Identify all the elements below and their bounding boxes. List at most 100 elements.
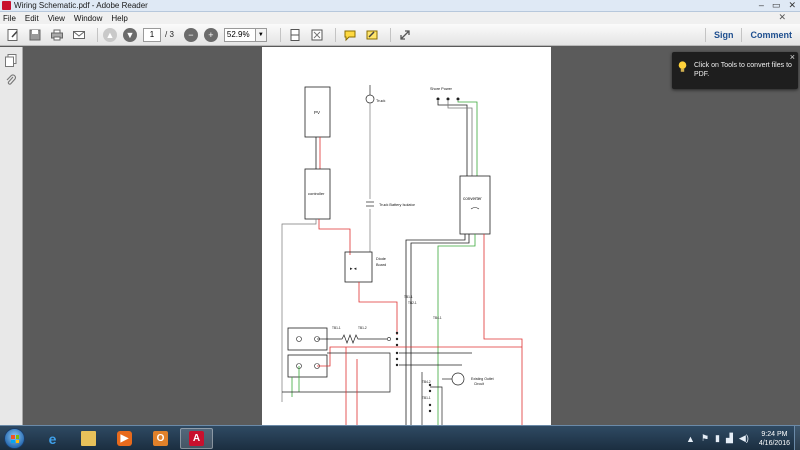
page-thumbnails-icon[interactable] bbox=[4, 53, 18, 67]
menu-help[interactable]: Help bbox=[111, 13, 128, 23]
terminal bbox=[428, 403, 432, 407]
print-icon bbox=[51, 29, 63, 40]
diode-board-box bbox=[344, 251, 373, 283]
minimize-icon[interactable]: – bbox=[758, 0, 764, 10]
previous-page-button[interactable]: ▲ bbox=[103, 27, 117, 42]
page-number-input[interactable]: 1 bbox=[143, 27, 161, 42]
save-button[interactable] bbox=[26, 27, 44, 43]
zoom-out-button[interactable]: − bbox=[183, 27, 198, 42]
lightbulb-icon bbox=[678, 61, 687, 72]
system-clock[interactable]: 9:24 PM 4/16/2016 bbox=[759, 430, 790, 448]
controller-label: controller bbox=[308, 191, 325, 196]
sticky-note-icon bbox=[344, 30, 356, 41]
controller-box bbox=[304, 168, 331, 220]
windows-logo-icon bbox=[11, 435, 19, 443]
terminal bbox=[395, 343, 399, 347]
scrolling-mode-button[interactable] bbox=[286, 27, 304, 43]
zoom-dropdown-button[interactable]: ▼ bbox=[255, 27, 267, 42]
arrow-down-icon: ▼ bbox=[125, 29, 135, 40]
highlight-button[interactable] bbox=[363, 27, 381, 43]
create-pdf-button[interactable] bbox=[4, 27, 22, 43]
toolbar-separator bbox=[741, 28, 743, 42]
show-hidden-icons-icon[interactable]: ▲ bbox=[686, 433, 695, 444]
zoom-level-input[interactable]: 52.9% bbox=[223, 27, 256, 42]
menu-view[interactable]: View bbox=[47, 13, 65, 23]
terminal bbox=[428, 409, 432, 413]
taskbar-internet-explorer[interactable]: e bbox=[36, 428, 69, 449]
tools-tooltip: Click on Tools to convert files to PDF. … bbox=[672, 52, 798, 89]
wire bbox=[430, 386, 443, 425]
volume-icon[interactable]: ◀) bbox=[738, 433, 749, 443]
toolbar-separator bbox=[389, 27, 391, 42]
start-button[interactable] bbox=[4, 428, 25, 449]
document-area[interactable]: PV controller Truck Truck Battery Isolat… bbox=[24, 47, 800, 425]
print-button[interactable] bbox=[48, 27, 66, 43]
menu-window[interactable]: Window bbox=[73, 13, 103, 23]
menu-edit[interactable]: Edit bbox=[24, 13, 39, 23]
pdf-page: PV controller Truck Truck Battery Isolat… bbox=[262, 47, 551, 425]
terminal-label: TB1-2 bbox=[358, 326, 367, 330]
network-icon[interactable]: ▟ bbox=[726, 433, 733, 443]
plus-icon: + bbox=[208, 29, 214, 40]
menu-bar: File Edit View Window Help ✕ bbox=[0, 12, 800, 24]
show-desktop-button[interactable] bbox=[794, 426, 800, 450]
clock-time: 9:24 PM bbox=[761, 430, 788, 438]
page-total: / 3 bbox=[165, 30, 174, 39]
sticky-note-button[interactable] bbox=[341, 27, 359, 43]
sign-button[interactable]: Sign bbox=[713, 30, 734, 40]
taskbar-media-player[interactable]: ▶ bbox=[108, 428, 141, 449]
create-pdf-icon bbox=[7, 28, 18, 41]
taskbar-file-explorer[interactable] bbox=[72, 428, 105, 449]
menu-file[interactable]: File bbox=[3, 13, 16, 23]
flag-icon[interactable]: ⚑ bbox=[700, 433, 710, 443]
taskbar-outlook[interactable]: O bbox=[144, 428, 177, 449]
email-icon bbox=[73, 30, 85, 39]
existing-outlet-label: Existing Outlet bbox=[471, 377, 494, 381]
toolbar-separator bbox=[97, 27, 98, 42]
adobe-reader-icon bbox=[2, 1, 11, 10]
battery-icon[interactable]: ▮ bbox=[715, 433, 720, 443]
window-controls: – ▭ ✕ bbox=[759, 0, 796, 11]
shore-power-pin bbox=[446, 97, 450, 101]
close-icon[interactable]: ✕ bbox=[788, 0, 796, 10]
attachments-icon[interactable] bbox=[4, 73, 18, 87]
arrow-up-icon: ▲ bbox=[105, 29, 115, 40]
email-button[interactable] bbox=[70, 27, 88, 43]
internet-explorer-icon: e bbox=[48, 430, 57, 447]
next-page-button[interactable]: ▼ bbox=[123, 27, 137, 42]
highlight-icon bbox=[366, 30, 378, 39]
tooltip-message: Click on Tools to convert files to PDF. bbox=[694, 62, 792, 78]
converter-symbol bbox=[470, 207, 480, 210]
zoom-in-button[interactable]: + bbox=[203, 27, 218, 42]
wire bbox=[483, 234, 523, 425]
converter-box bbox=[459, 175, 491, 235]
wire bbox=[437, 101, 468, 176]
terminal bbox=[395, 357, 399, 361]
close-tooltip-icon[interactable]: × bbox=[789, 52, 795, 62]
folder-icon bbox=[81, 431, 96, 446]
expand-button[interactable] bbox=[396, 27, 414, 43]
battery-terminal bbox=[296, 336, 302, 342]
board-label: Board bbox=[376, 263, 386, 267]
wire bbox=[437, 234, 476, 425]
fit-page-button[interactable] bbox=[308, 27, 326, 43]
truck-label: Truck bbox=[376, 99, 385, 103]
close-document-icon[interactable]: ✕ bbox=[778, 12, 786, 22]
wire bbox=[318, 219, 351, 255]
minus-icon: − bbox=[188, 29, 194, 40]
wire bbox=[457, 101, 478, 176]
fit-page-icon bbox=[311, 29, 323, 40]
chevron-down-icon: ▼ bbox=[257, 31, 264, 38]
taskbar-adobe-reader[interactable]: A bbox=[180, 428, 213, 449]
diode-label: Diode bbox=[376, 257, 386, 261]
navigation-pane bbox=[0, 47, 23, 425]
shore-power-pin bbox=[436, 97, 440, 101]
terminal-label: TB1-1 bbox=[422, 396, 431, 400]
maximize-icon[interactable]: ▭ bbox=[771, 0, 781, 10]
toolbar-separator bbox=[704, 28, 706, 42]
terminal bbox=[395, 363, 399, 367]
terminal bbox=[395, 337, 399, 341]
shore-power-pin bbox=[456, 97, 460, 101]
system-tray: ▲ ⚑ ▮ ▟ ◀) 9:24 PM 4/16/2016 bbox=[686, 429, 790, 448]
comment-button[interactable]: Comment bbox=[750, 30, 792, 40]
